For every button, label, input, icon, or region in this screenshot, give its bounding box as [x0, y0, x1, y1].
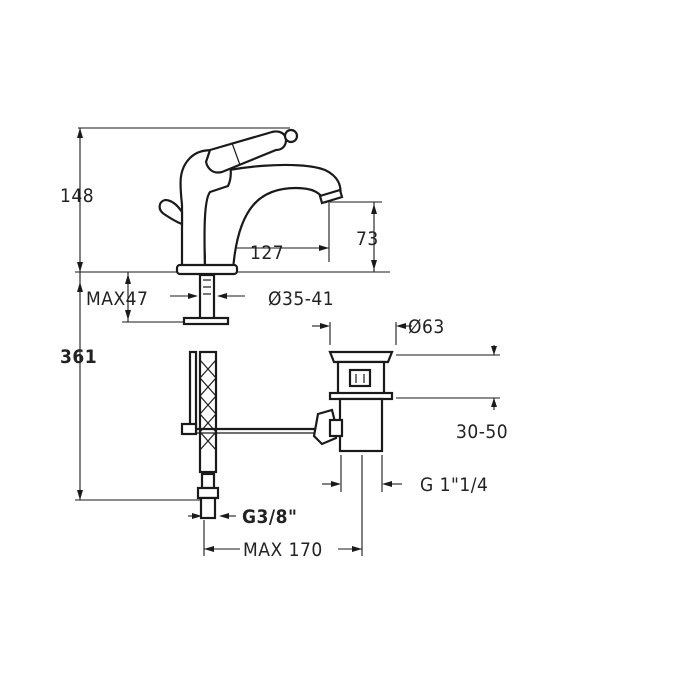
label-height-148: 148: [60, 185, 94, 207]
label-max-thickness: MAX47: [86, 288, 148, 310]
label-spout-height-73: 73: [356, 228, 379, 250]
label-inlet-thread: G3/8": [242, 506, 297, 528]
label-drain-diameter: Ø63: [408, 316, 445, 338]
faucet-body: [158, 128, 344, 276]
popup-drain: [312, 350, 394, 453]
dimension-labels: 148 73 127 MAX47 Ø35-41 361 Ø63 30-50 G …: [60, 185, 508, 561]
label-max-reach: MAX 170: [243, 539, 323, 561]
label-spout-reach-127: 127: [250, 242, 284, 264]
label-drain-thread: G 1"1/4: [420, 474, 488, 496]
label-hole-diameter: Ø35-41: [268, 288, 334, 310]
label-drain-adjust: 30-50: [456, 421, 508, 443]
mounting-shank: [182, 273, 230, 326]
label-overall-height-361: 361: [60, 346, 97, 368]
supply-hose: [180, 350, 318, 520]
